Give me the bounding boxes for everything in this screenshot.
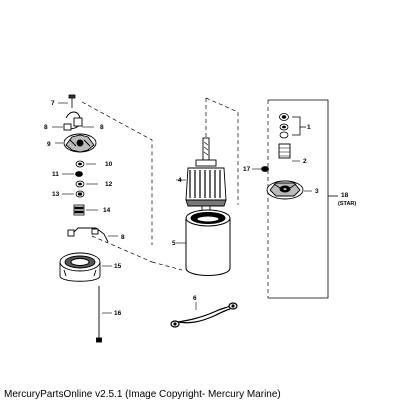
- diagram-canvas: 7 8 8 9 10 11 12 13 14 8 15 16 4 5 6 1 2…: [44, 94, 356, 343]
- part-14-terminal: [73, 204, 98, 216]
- callout-9: 9: [47, 141, 51, 148]
- part-17-washer: [252, 166, 269, 172]
- callout-6: 6: [193, 295, 197, 302]
- callout-1: 1: [307, 124, 311, 131]
- part-6-cable: [170, 302, 238, 328]
- part-5-frame: [176, 209, 231, 276]
- part-15-end-head: [59, 252, 112, 282]
- bracket-18: [268, 99, 338, 299]
- callout-16: 16: [114, 310, 122, 317]
- part-7-screw: [58, 94, 76, 108]
- callout-11: 11: [52, 171, 59, 178]
- callout-14: 14: [103, 207, 111, 214]
- callout-8-lower: 8: [121, 234, 125, 241]
- part-4-armature: [176, 137, 227, 217]
- part-3-drive-end-head: [266, 180, 312, 200]
- callout-12: 12: [105, 181, 113, 188]
- callout-labels: 7 8 8 9 10 11 12 13 14 8 15 16 4 5 6 1 2…: [44, 100, 356, 317]
- callout-8-top-left: 8: [44, 124, 48, 131]
- callout-4: 4: [178, 177, 182, 184]
- part-1-nuts: [279, 113, 289, 139]
- callout-2: 2: [303, 158, 307, 165]
- callout-18-note: (STAR): [338, 201, 356, 207]
- callout-7: 7: [51, 100, 55, 107]
- callout-18: 18: [341, 192, 349, 199]
- callout-8-top-right: 8: [100, 124, 104, 131]
- part-10-washer: [75, 160, 96, 168]
- part-9-end-plate: [55, 133, 97, 153]
- image-caption: MercuryPartsOnline v2.5.1 (Image Copyrig…: [4, 389, 281, 400]
- end-cap-group-outline: [81, 101, 183, 271]
- callout-3: 3: [315, 188, 319, 195]
- bracket-1: [292, 116, 306, 136]
- callout-15: 15: [114, 263, 122, 270]
- part-8-brush-lead: [67, 227, 118, 243]
- part-12-nut: [75, 180, 98, 188]
- callout-5: 5: [172, 240, 176, 247]
- part-16-through-bolt: [96, 286, 112, 343]
- callout-10: 10: [105, 161, 113, 168]
- callout-13: 13: [52, 191, 60, 198]
- callout-17: 17: [243, 166, 251, 173]
- part-11-washer: [62, 171, 83, 177]
- part-13-washer: [62, 190, 85, 198]
- part-2-bushing: [278, 143, 300, 162]
- part-8-brush-holder: [52, 111, 94, 131]
